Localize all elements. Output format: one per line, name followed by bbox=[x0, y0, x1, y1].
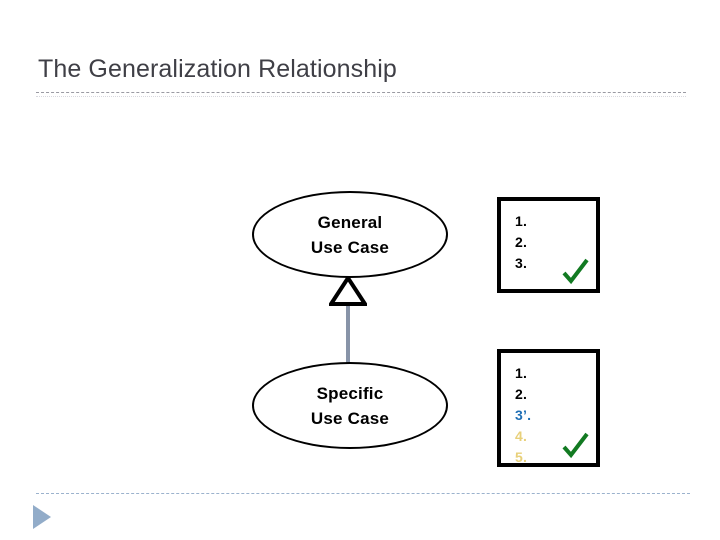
generalization-triangle-arrowhead bbox=[329, 276, 367, 306]
title-divider-dotted bbox=[36, 96, 686, 97]
next-slide-arrow-icon[interactable] bbox=[33, 505, 51, 529]
use-case-node-specific[interactable]: Specific Use Case bbox=[252, 362, 448, 449]
footer-divider-dashed bbox=[36, 493, 690, 494]
checkmark-icon bbox=[562, 432, 589, 459]
title-divider-dashed bbox=[36, 92, 686, 93]
step-item: 2. bbox=[515, 386, 528, 402]
generalization-connector-line bbox=[346, 300, 350, 364]
step-item: 4. bbox=[515, 428, 528, 444]
checkmark-icon bbox=[562, 258, 589, 285]
step-item: 3. bbox=[515, 255, 528, 271]
use-case-label-line2: Use Case bbox=[310, 408, 390, 428]
step-box-specific: 1. 2. 3’. 4. 5. bbox=[497, 349, 600, 467]
use-case-label-line2: Use Case bbox=[310, 237, 390, 257]
step-item: 3’. bbox=[515, 407, 532, 423]
use-case-label-line1: Specific bbox=[316, 383, 384, 403]
step-item: 2. bbox=[515, 234, 528, 250]
use-case-label-line1: General bbox=[317, 212, 383, 232]
page-title: The Generalization Relationship bbox=[38, 55, 397, 83]
step-box-general: 1. 2. 3. bbox=[497, 197, 600, 293]
step-item: 5. bbox=[515, 449, 528, 465]
step-item: 1. bbox=[515, 365, 528, 381]
use-case-node-general[interactable]: General Use Case bbox=[252, 191, 448, 278]
step-item: 1. bbox=[515, 213, 528, 229]
